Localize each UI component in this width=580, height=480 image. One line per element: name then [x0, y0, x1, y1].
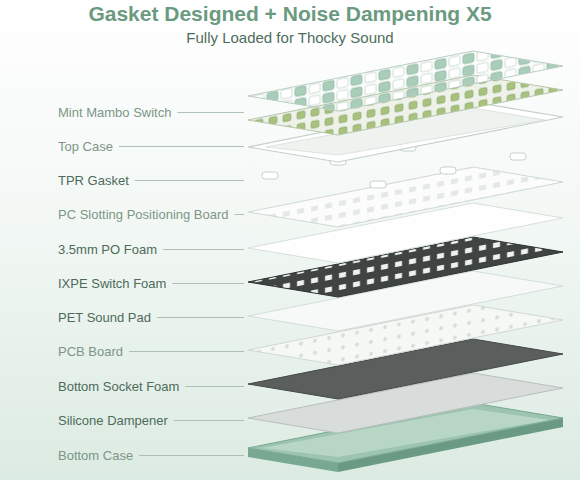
- leader-line: [174, 420, 244, 421]
- part-label: PCB Board: [58, 344, 123, 359]
- leader-line: [185, 386, 244, 387]
- leader-line: [129, 351, 244, 352]
- leader-line: [172, 283, 244, 284]
- leader-line: [177, 112, 244, 113]
- leader-line: [235, 214, 244, 215]
- part-label: 3.5mm PO Foam: [58, 242, 157, 257]
- part-label: PC Slotting Positioning Board: [58, 207, 229, 222]
- part-label: Bottom Socket Foam: [58, 379, 179, 394]
- leader-line: [163, 249, 244, 250]
- leader-line: [119, 146, 244, 147]
- diagram-title: Gasket Designed + Noise Dampening X5: [0, 2, 580, 26]
- part-label: Mint Mambo Switch: [58, 105, 171, 120]
- part-label: Silicone Dampener: [58, 413, 168, 428]
- part-label: Top Case: [58, 139, 113, 154]
- subtitle: Fully Loaded for Thocky Sound: [0, 29, 580, 46]
- leader-line: [157, 317, 244, 318]
- part-label: PET Sound Pad: [58, 310, 151, 325]
- part-label: IXPE Switch Foam: [58, 276, 166, 291]
- part-label: Bottom Case: [58, 448, 133, 463]
- leader-line: [139, 455, 244, 456]
- leader-line: [135, 180, 244, 181]
- part-label: TPR Gasket: [58, 173, 129, 188]
